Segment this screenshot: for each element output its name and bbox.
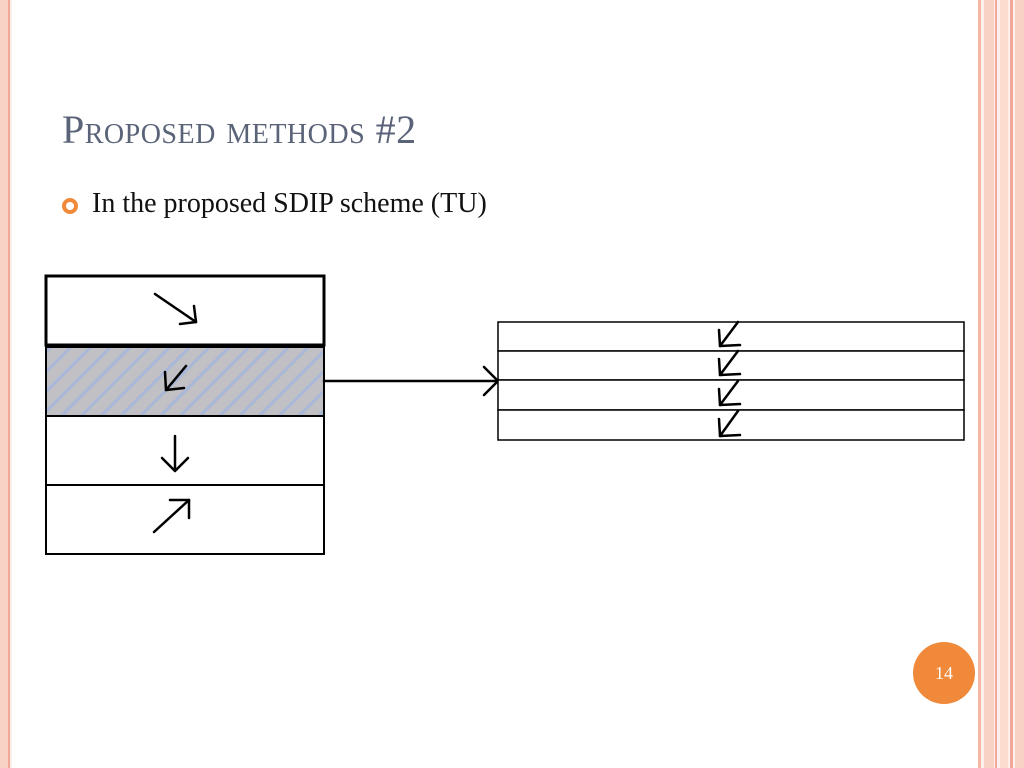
arrow-down-right-icon: [153, 292, 198, 326]
slide-title: Proposed methods #2: [62, 107, 417, 152]
left-border-stripe: [0, 0, 10, 768]
bullet-circle-icon: [62, 198, 78, 214]
arrow-down-left-icon: [163, 364, 188, 392]
arrow-down-icon: [160, 434, 190, 473]
arrow-up-right-icon: [152, 498, 191, 534]
bullet-item: In the proposed SDIP scheme (TU): [62, 188, 487, 220]
bullet-text: In the proposed SDIP scheme (TU): [92, 188, 487, 219]
left-partition-3: [45, 415, 325, 486]
arrow-down-left-icon: [717, 320, 742, 348]
left-partition-2: [45, 346, 325, 417]
arrow-down-left-icon: [717, 409, 742, 438]
left-partition-1: [44, 274, 326, 347]
right-partition-2: [497, 350, 965, 381]
arrow-right-icon: [322, 365, 500, 397]
arrow-down-left-icon: [717, 379, 742, 407]
page-number-badge: 14: [913, 642, 975, 704]
left-partition-4: [45, 484, 325, 555]
right-border-stripes: [978, 0, 1024, 768]
arrow-down-left-icon: [717, 349, 742, 377]
right-block: [497, 320, 965, 441]
left-block: [44, 274, 326, 555]
